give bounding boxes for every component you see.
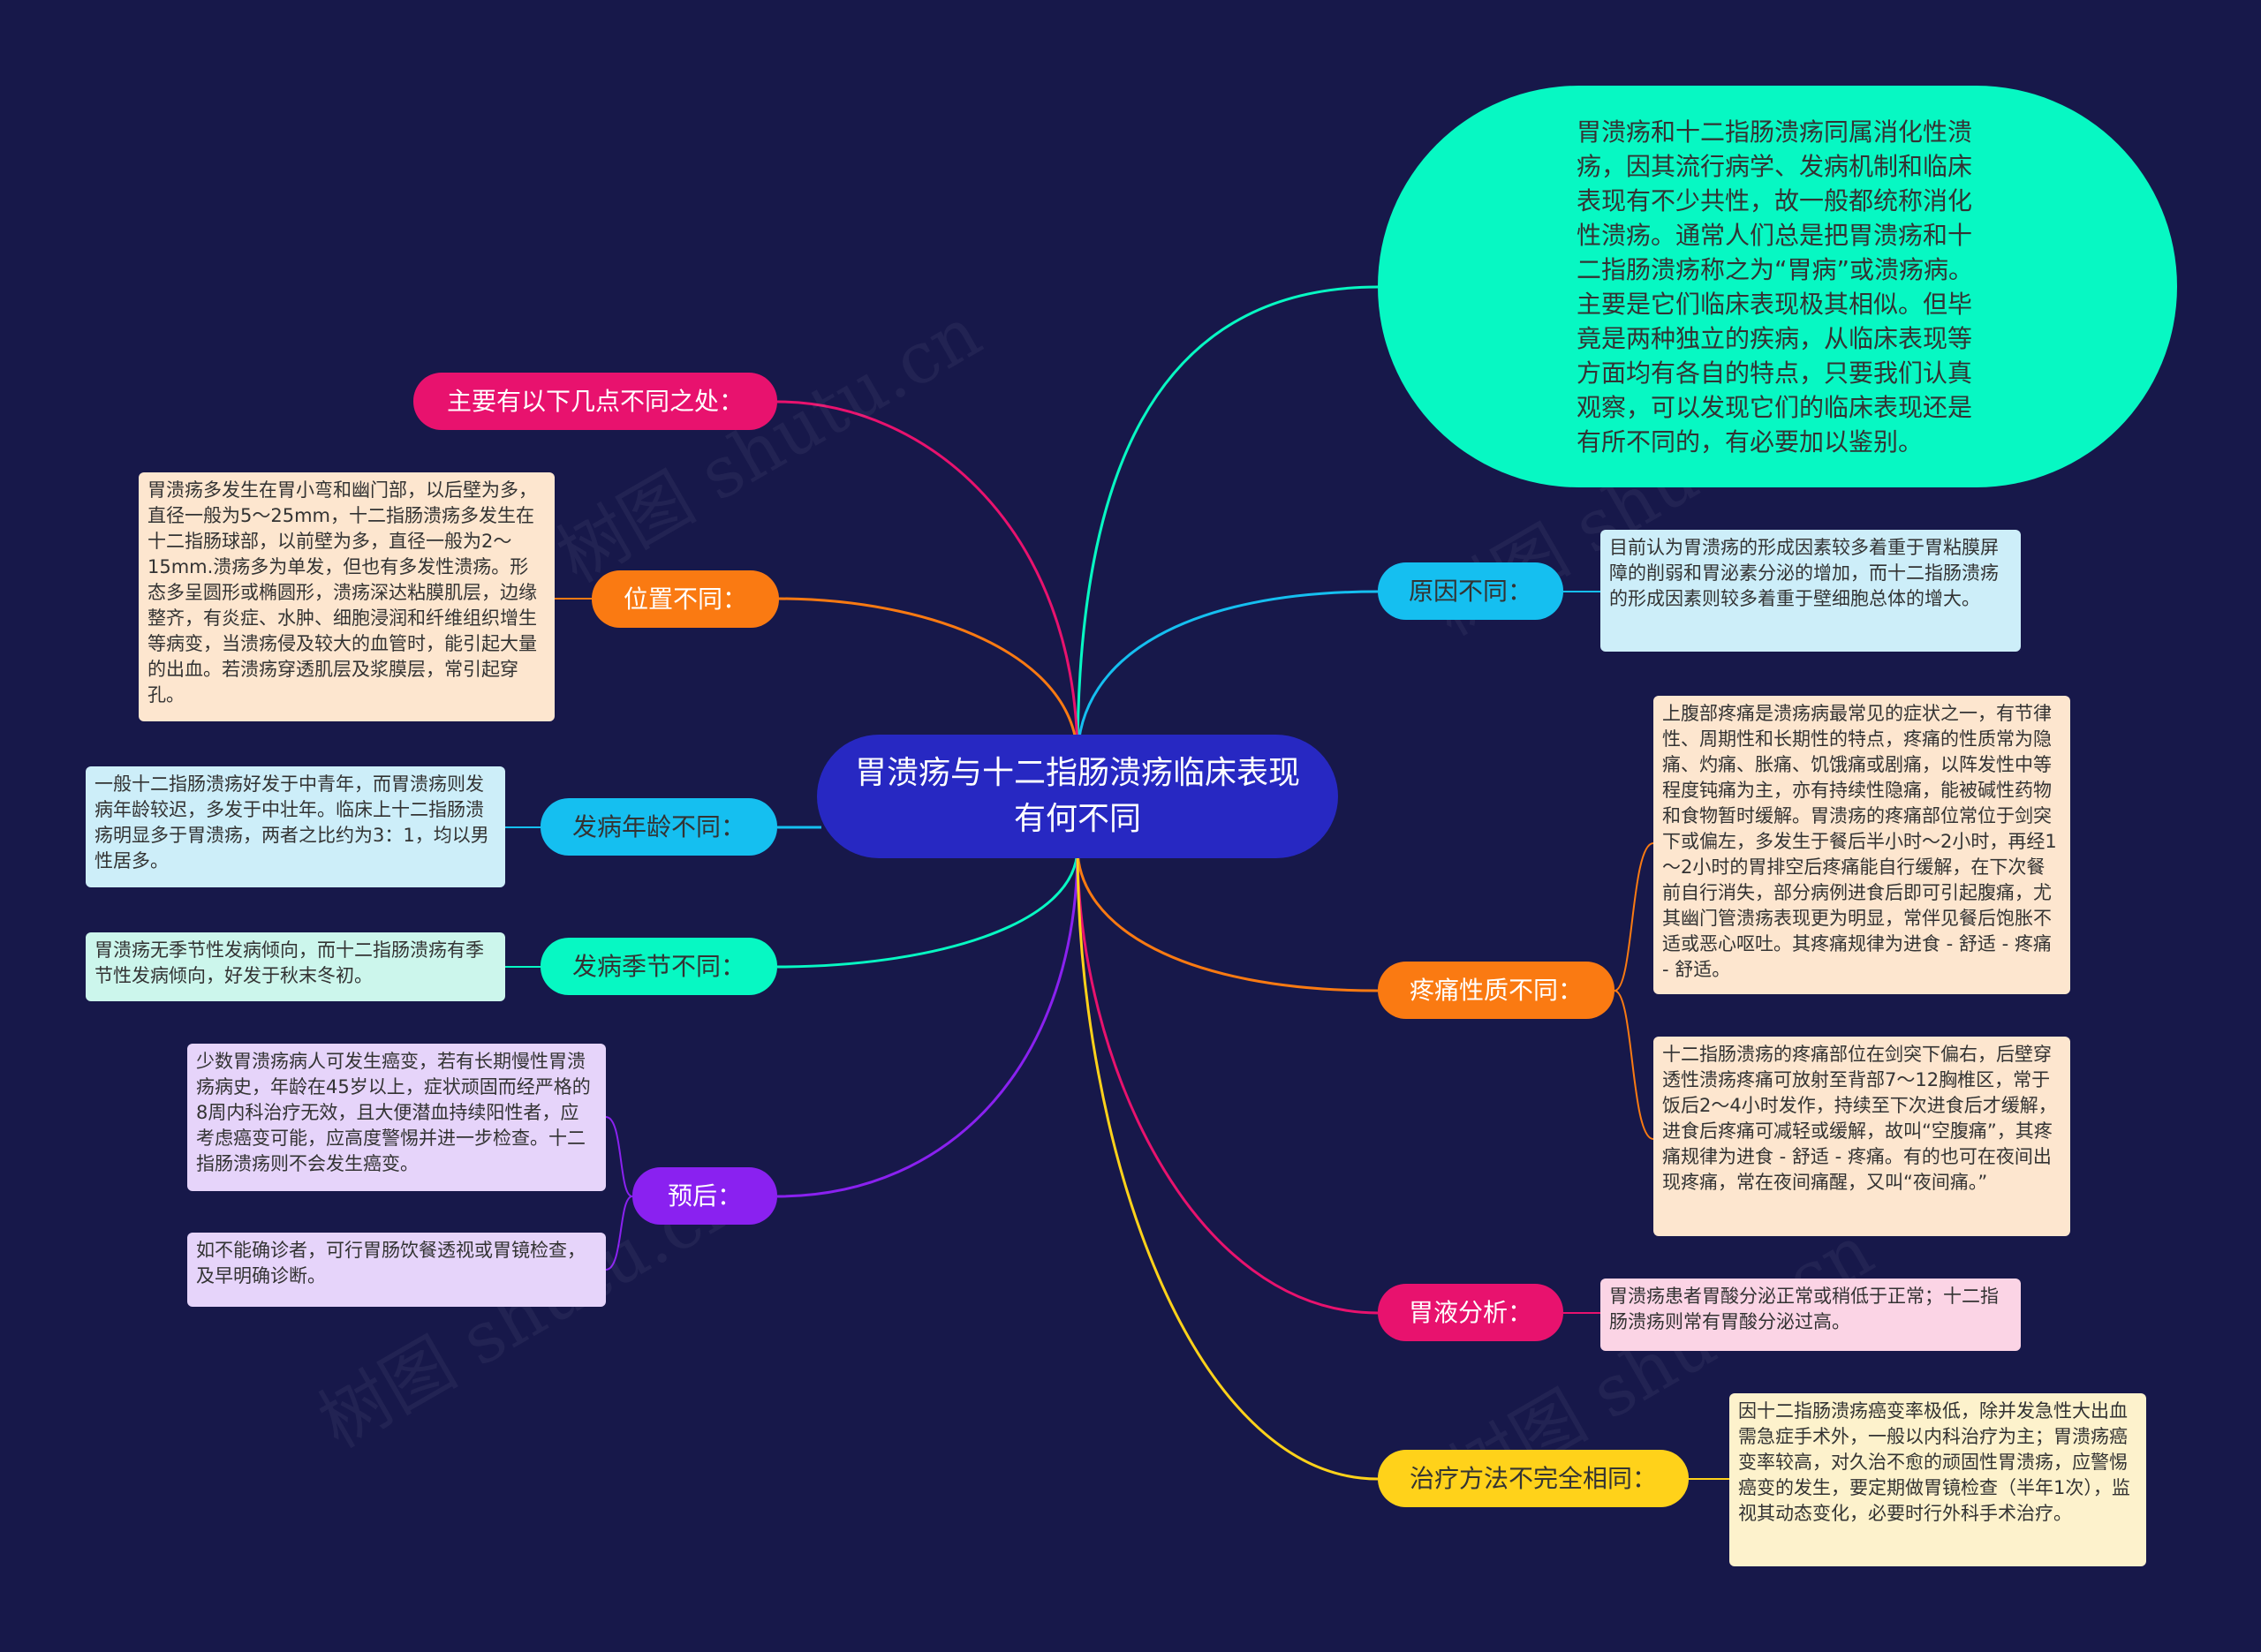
branch-season[interactable]: 发病季节不同： <box>541 938 777 995</box>
link-treatment <box>1076 847 1379 1481</box>
branch-gastric-acid[interactable]: 胃液分析： <box>1378 1284 1563 1341</box>
note-age: 一般十二指肠溃疡好发于中青年，而胃溃疡则发病年龄较迟，多发于中壮年。临床上十二指… <box>86 766 505 887</box>
branch-prognosis-label: 预后： <box>667 1181 742 1211</box>
central-topic[interactable]: 胃溃疡与十二指肠溃疡临床表现有何不同 <box>817 735 1338 858</box>
branch-season-label: 发病季节不同： <box>571 951 745 981</box>
branch-main-differences-label: 主要有以下几点不同之处： <box>446 386 744 416</box>
branch-age[interactable]: 发病年龄不同： <box>541 798 777 856</box>
link-pain-note2 <box>1614 990 1654 1140</box>
note-prognosis-2: 如不能确诊者，可行胃肠饮餐透视或胃镜检查，及早明确诊断。 <box>187 1233 606 1307</box>
branch-pain-label: 疼痛性质不同： <box>1409 975 1583 1005</box>
branch-cause-label: 原因不同： <box>1408 576 1532 606</box>
intro-bubble[interactable]: 胃溃疡和十二指肠溃疡同属消化性溃疡，因其流行病学、发病机制和临床表现有不少共性，… <box>1378 86 2177 487</box>
branch-treatment[interactable]: 治疗方法不完全相同： <box>1378 1450 1689 1507</box>
note-cause: 目前认为胃溃疡的形成因素较多着重于胃粘膜屏障的削弱和胃泌素分泌的增加，而十二指肠… <box>1600 530 2021 652</box>
branch-main-differences[interactable]: 主要有以下几点不同之处： <box>413 373 777 430</box>
branch-prognosis[interactable]: 预后： <box>632 1167 777 1225</box>
note-prognosis-1: 少数胃溃疡病人可发生癌变，若有长期慢性胃溃疡病史，年龄在45岁以上，症状顽固而经… <box>187 1044 606 1191</box>
branch-cause[interactable]: 原因不同： <box>1378 562 1563 620</box>
link-season <box>776 847 1079 969</box>
note-pain-2: 十二指肠溃疡的疼痛部位在剑突下偏右，后壁穿透性溃疡疼痛可放射至背部7～12胸椎区… <box>1653 1037 2070 1236</box>
central-topic-label: 胃溃疡与十二指肠溃疡临床表现有何不同 <box>854 755 1300 837</box>
note-gastric-acid: 胃溃疡患者胃酸分泌正常或稍低于正常；十二指肠溃疡则常有胃酸分泌过高。 <box>1600 1279 2021 1351</box>
link-main-diff <box>776 400 1079 760</box>
note-pain-1: 上腹部疼痛是溃疡病最常见的症状之一，有节律性、周期性和长期性的特点，疼痛的性质常… <box>1653 696 2070 994</box>
link-prognosis-note2 <box>605 1196 633 1271</box>
link-acid <box>1076 847 1379 1315</box>
link-intro <box>1076 285 1379 760</box>
branch-location-label: 位置不同： <box>623 584 747 614</box>
link-pain <box>1076 847 1379 992</box>
branch-treatment-label: 治疗方法不完全相同： <box>1409 1463 1657 1493</box>
link-prognosis-note1 <box>605 1116 633 1197</box>
branch-gastric-acid-label: 胃液分析： <box>1408 1297 1532 1327</box>
branch-location[interactable]: 位置不同： <box>592 570 779 628</box>
link-prognosis <box>776 847 1079 1198</box>
note-season: 胃溃疡无季节性发病倾向，而十二指肠溃疡有季节性发病倾向，好发于秋末冬初。 <box>86 932 505 1001</box>
note-location: 胃溃疡多发生在胃小弯和幽门部，以后壁为多，直径一般为5～25mm，十二指肠溃疡多… <box>139 472 555 721</box>
branch-age-label: 发病年龄不同： <box>571 811 745 841</box>
intro-text: 胃溃疡和十二指肠溃疡同属消化性溃疡，因其流行病学、发病机制和临床表现有不少共性，… <box>1577 117 1974 456</box>
link-location <box>776 597 1079 760</box>
link-pain-note1 <box>1614 842 1654 992</box>
branch-pain[interactable]: 疼痛性质不同： <box>1378 962 1614 1019</box>
note-treatment: 因十二指肠溃疡癌变率极低，除并发急性大出血需急症手术外，一般以内科治疗为主；胃溃… <box>1729 1393 2146 1566</box>
link-cause <box>1076 590 1379 760</box>
